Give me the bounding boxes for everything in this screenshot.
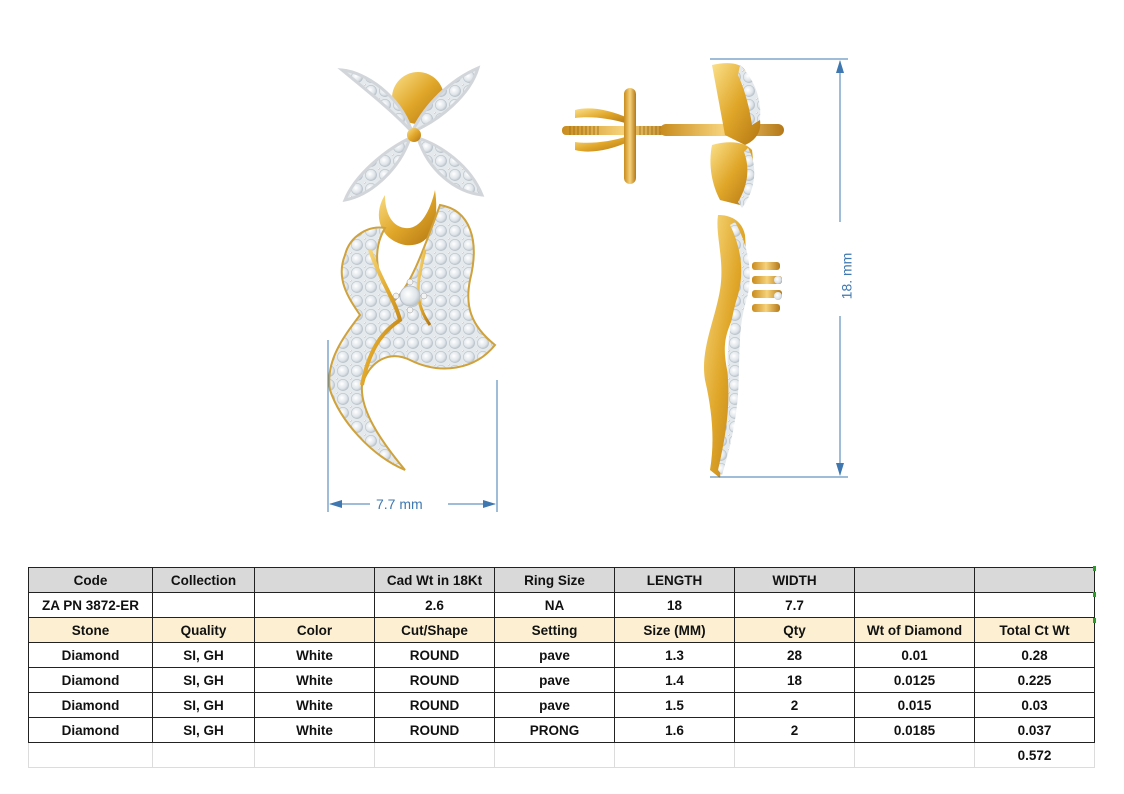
table-cell [974,592,1095,618]
table-cell: ROUND [374,667,495,693]
code-row: ZA PN 3872-ER 2.6 NA 18 7.7 [28,592,1095,618]
table-cell: pave [494,642,615,668]
table-cell [28,742,153,768]
table-cell: 0.0185 [854,717,975,743]
total-carat-weight: 0.572 [974,742,1095,768]
table-cell: 1.6 [614,717,735,743]
stone-row: Diamond SI, GH White ROUND pave 1.3 28 0… [28,642,1095,668]
header-cell: Ring Size [494,567,615,593]
table-cell: 1.3 [614,642,735,668]
header-cell: Code [28,567,153,593]
table-cell [374,742,495,768]
table-cell [734,742,855,768]
table-cell: 0.03 [974,692,1095,718]
header-cell: Qty [734,617,855,643]
table-cell: 0.0125 [854,667,975,693]
cell-marker [1093,618,1096,623]
length-cell: 18 [614,592,735,618]
earring-front-view [328,65,497,471]
collection-cell [152,592,255,618]
table-cell: pave [494,692,615,718]
table-cell: 1.5 [614,692,735,718]
table-cell: SI, GH [152,642,255,668]
header-cell: WIDTH [734,567,855,593]
table-cell [614,742,735,768]
table-cell: White [254,717,375,743]
table-cell: ROUND [374,642,495,668]
table-cell: 0.037 [974,717,1095,743]
header-cell: Size (MM) [614,617,735,643]
table-cell: ROUND [374,692,495,718]
table-cell: White [254,642,375,668]
table-cell: White [254,692,375,718]
header-cell: Quality [152,617,255,643]
table-header-row: Code Collection Cad Wt in 18Kt Ring Size… [28,567,1095,593]
width-dimension-label: 7.7 mm [376,496,423,512]
header-cell: Setting [494,617,615,643]
table-cell [854,592,975,618]
header-cell: Cad Wt in 18Kt [374,567,495,593]
earring-side-view [562,63,784,478]
stone-row: Diamond SI, GH White ROUND PRONG 1.6 2 0… [28,717,1095,743]
height-dimension-label: 18. mm [838,252,855,300]
table-cell: Diamond [28,692,153,718]
table-cell [254,742,375,768]
table-cell: 0.015 [854,692,975,718]
header-cell [974,567,1095,593]
cad-weight-cell: 2.6 [374,592,495,618]
height-dimension [710,58,848,478]
table-cell: 0.28 [974,642,1095,668]
header-cell: Color [254,617,375,643]
table-cell: White [254,667,375,693]
earring-drawing: 7.7 mm 18. mm [327,58,855,512]
table-cell [494,742,615,768]
total-row: 0.572 [28,742,1095,768]
code-cell: ZA PN 3872-ER [28,592,153,618]
width-cell: 7.7 [734,592,855,618]
table-cell: 2 [734,717,855,743]
table-cell: pave [494,667,615,693]
table-cell [854,742,975,768]
table-cell: SI, GH [152,692,255,718]
header-cell: Total Ct Wt [974,617,1095,643]
cell-marker [1093,592,1096,597]
table-cell: SI, GH [152,717,255,743]
stone-row: Diamond SI, GH White ROUND pave 1.5 2 0.… [28,692,1095,718]
table-cell: 1.4 [614,667,735,693]
spec-table: Code Collection Cad Wt in 18Kt Ring Size… [28,567,1095,768]
table-cell: PRONG [494,717,615,743]
header-cell: Collection [152,567,255,593]
table-cell: Diamond [28,642,153,668]
table-cell: SI, GH [152,667,255,693]
header-cell: Cut/Shape [374,617,495,643]
table-cell [254,592,375,618]
ring-size-cell: NA [494,592,615,618]
table-cell: Diamond [28,667,153,693]
table-cell: 0.01 [854,642,975,668]
table-cell: 2 [734,692,855,718]
header-cell: Stone [28,617,153,643]
cell-marker [1093,566,1096,571]
table-cell: Diamond [28,717,153,743]
table-cell [152,742,255,768]
header-cell: LENGTH [614,567,735,593]
stone-row: Diamond SI, GH White ROUND pave 1.4 18 0… [28,667,1095,693]
header-cell: Wt of Diamond [854,617,975,643]
header-cell [254,567,375,593]
table-cell: ROUND [374,717,495,743]
width-dimension [327,340,498,512]
table-cell: 18 [734,667,855,693]
header-cell [854,567,975,593]
table-cell: 28 [734,642,855,668]
stone-header-row: Stone Quality Color Cut/Shape Setting Si… [28,617,1095,643]
table-cell: 0.225 [974,667,1095,693]
